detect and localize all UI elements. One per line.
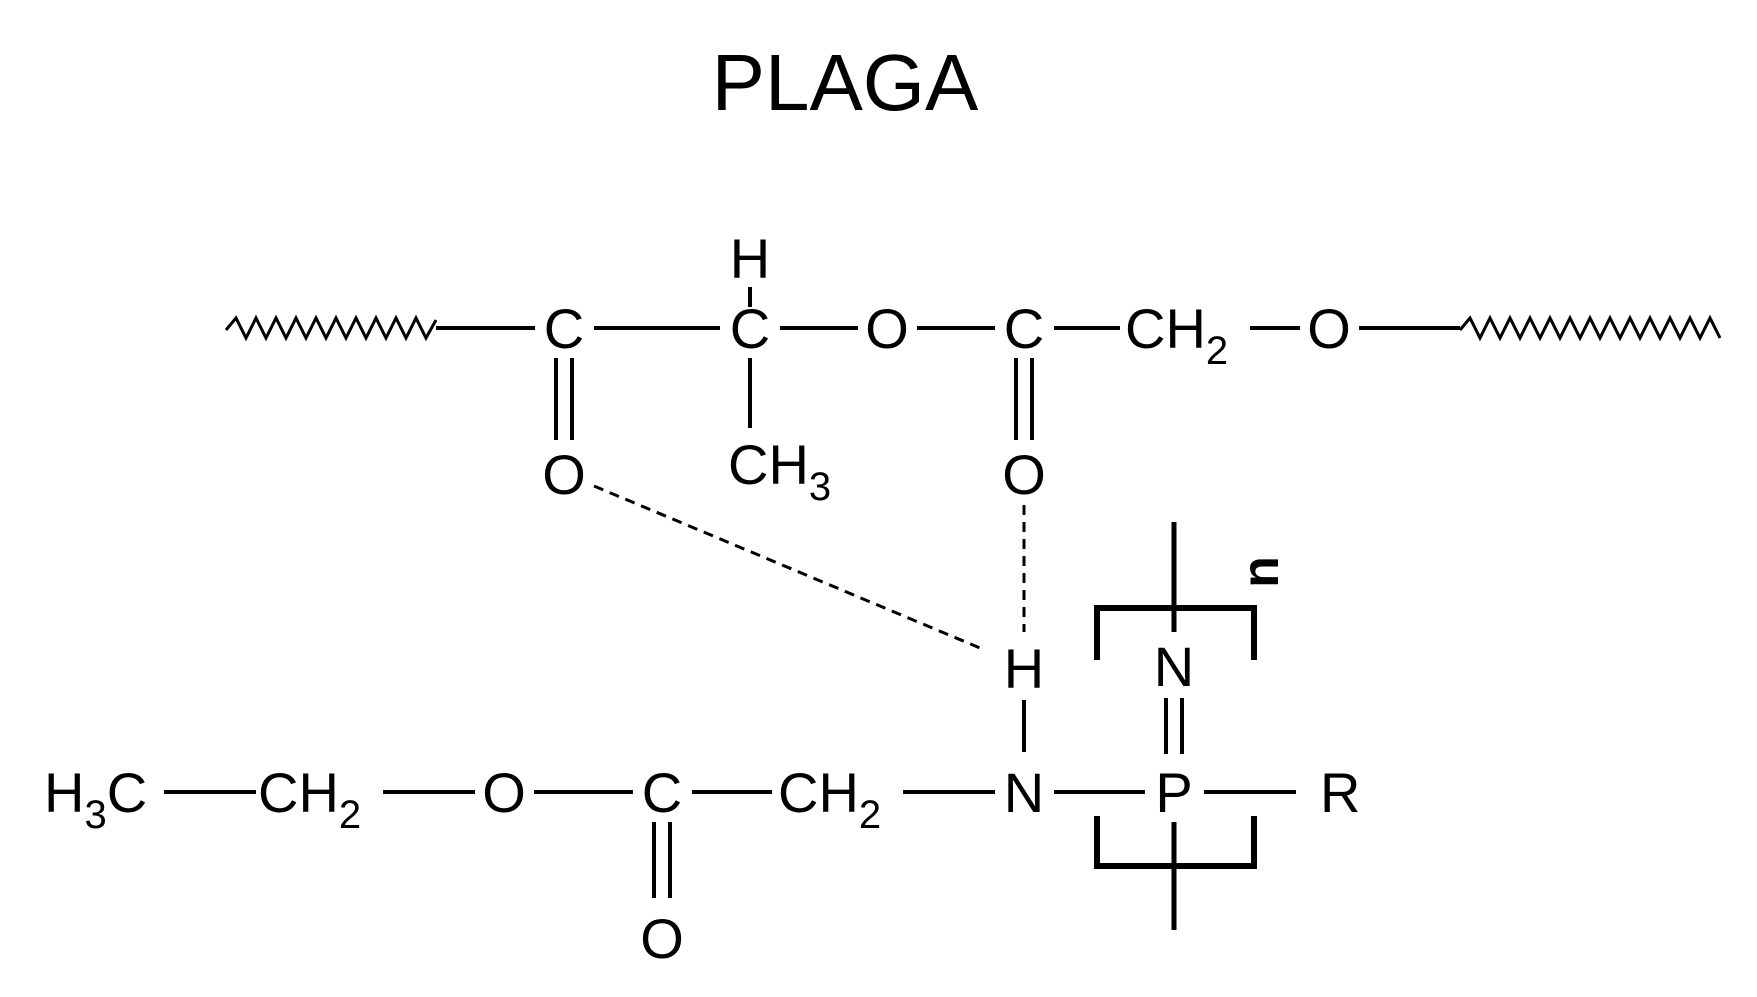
ch2-lower-2-subscript: 2 [859, 793, 881, 837]
h3c-subscript: 3 [84, 793, 106, 837]
atom-h-amine: H [1004, 637, 1044, 700]
group-h3c: H3C [44, 761, 147, 837]
atom-o-carbonyl-1: O [542, 443, 586, 506]
group-ch2-upper: CH2 [1125, 297, 1228, 373]
ch2-upper-subscript: 2 [1206, 329, 1228, 373]
polymer-chain: C C H O C CH2 O O CH3 O [224, 227, 1722, 509]
repeat-unit-label: n [1232, 556, 1290, 588]
ch3-subscript: 3 [809, 465, 831, 509]
ch3-ch: CH [728, 433, 809, 496]
ch2-lower-1-subscript: 2 [339, 793, 361, 837]
atom-p: P [1155, 761, 1192, 824]
atom-c2: C [730, 297, 770, 360]
atom-c4: C [642, 761, 682, 824]
group-ch3: CH3 [728, 433, 831, 509]
ch2-lower-1-ch: CH [258, 761, 339, 824]
ch2-upper-ch: CH [1125, 297, 1206, 360]
hydrogen-bond-1 [593, 484, 981, 650]
group-ch2-lower-2: CH2 [778, 761, 881, 837]
hydrogen-bonds [593, 484, 1026, 650]
atom-o-carbonyl-3: O [640, 907, 684, 970]
atom-c1: C [544, 297, 584, 360]
atom-n-backbone: N [1154, 635, 1194, 698]
atom-o2: O [1307, 297, 1351, 360]
chain-end-left-wavy [224, 314, 438, 342]
atom-o3: O [482, 761, 526, 824]
atom-o-carbonyl-2: O [1002, 443, 1046, 506]
h3c-c: C [107, 761, 147, 824]
atom-r: R [1320, 761, 1360, 824]
bracket-lower [1094, 816, 1257, 869]
polyphosphazene-segment: H3C CH2 O C CH2 N P R H O N [44, 522, 1360, 970]
atom-h-top: H [730, 227, 770, 290]
h3c-h: H [44, 761, 84, 824]
repeat-unit-brackets: n [1094, 556, 1290, 869]
group-ch2-lower-1: CH2 [258, 761, 361, 837]
atom-o1: O [865, 297, 909, 360]
bracket-upper [1094, 605, 1257, 660]
ch2-lower-2-ch: CH [778, 761, 859, 824]
atom-c3: C [1004, 297, 1044, 360]
atom-n-amine: N [1004, 761, 1044, 824]
chain-end-right-wavy [1458, 314, 1722, 342]
diagram-title: PLAGA [712, 38, 979, 127]
